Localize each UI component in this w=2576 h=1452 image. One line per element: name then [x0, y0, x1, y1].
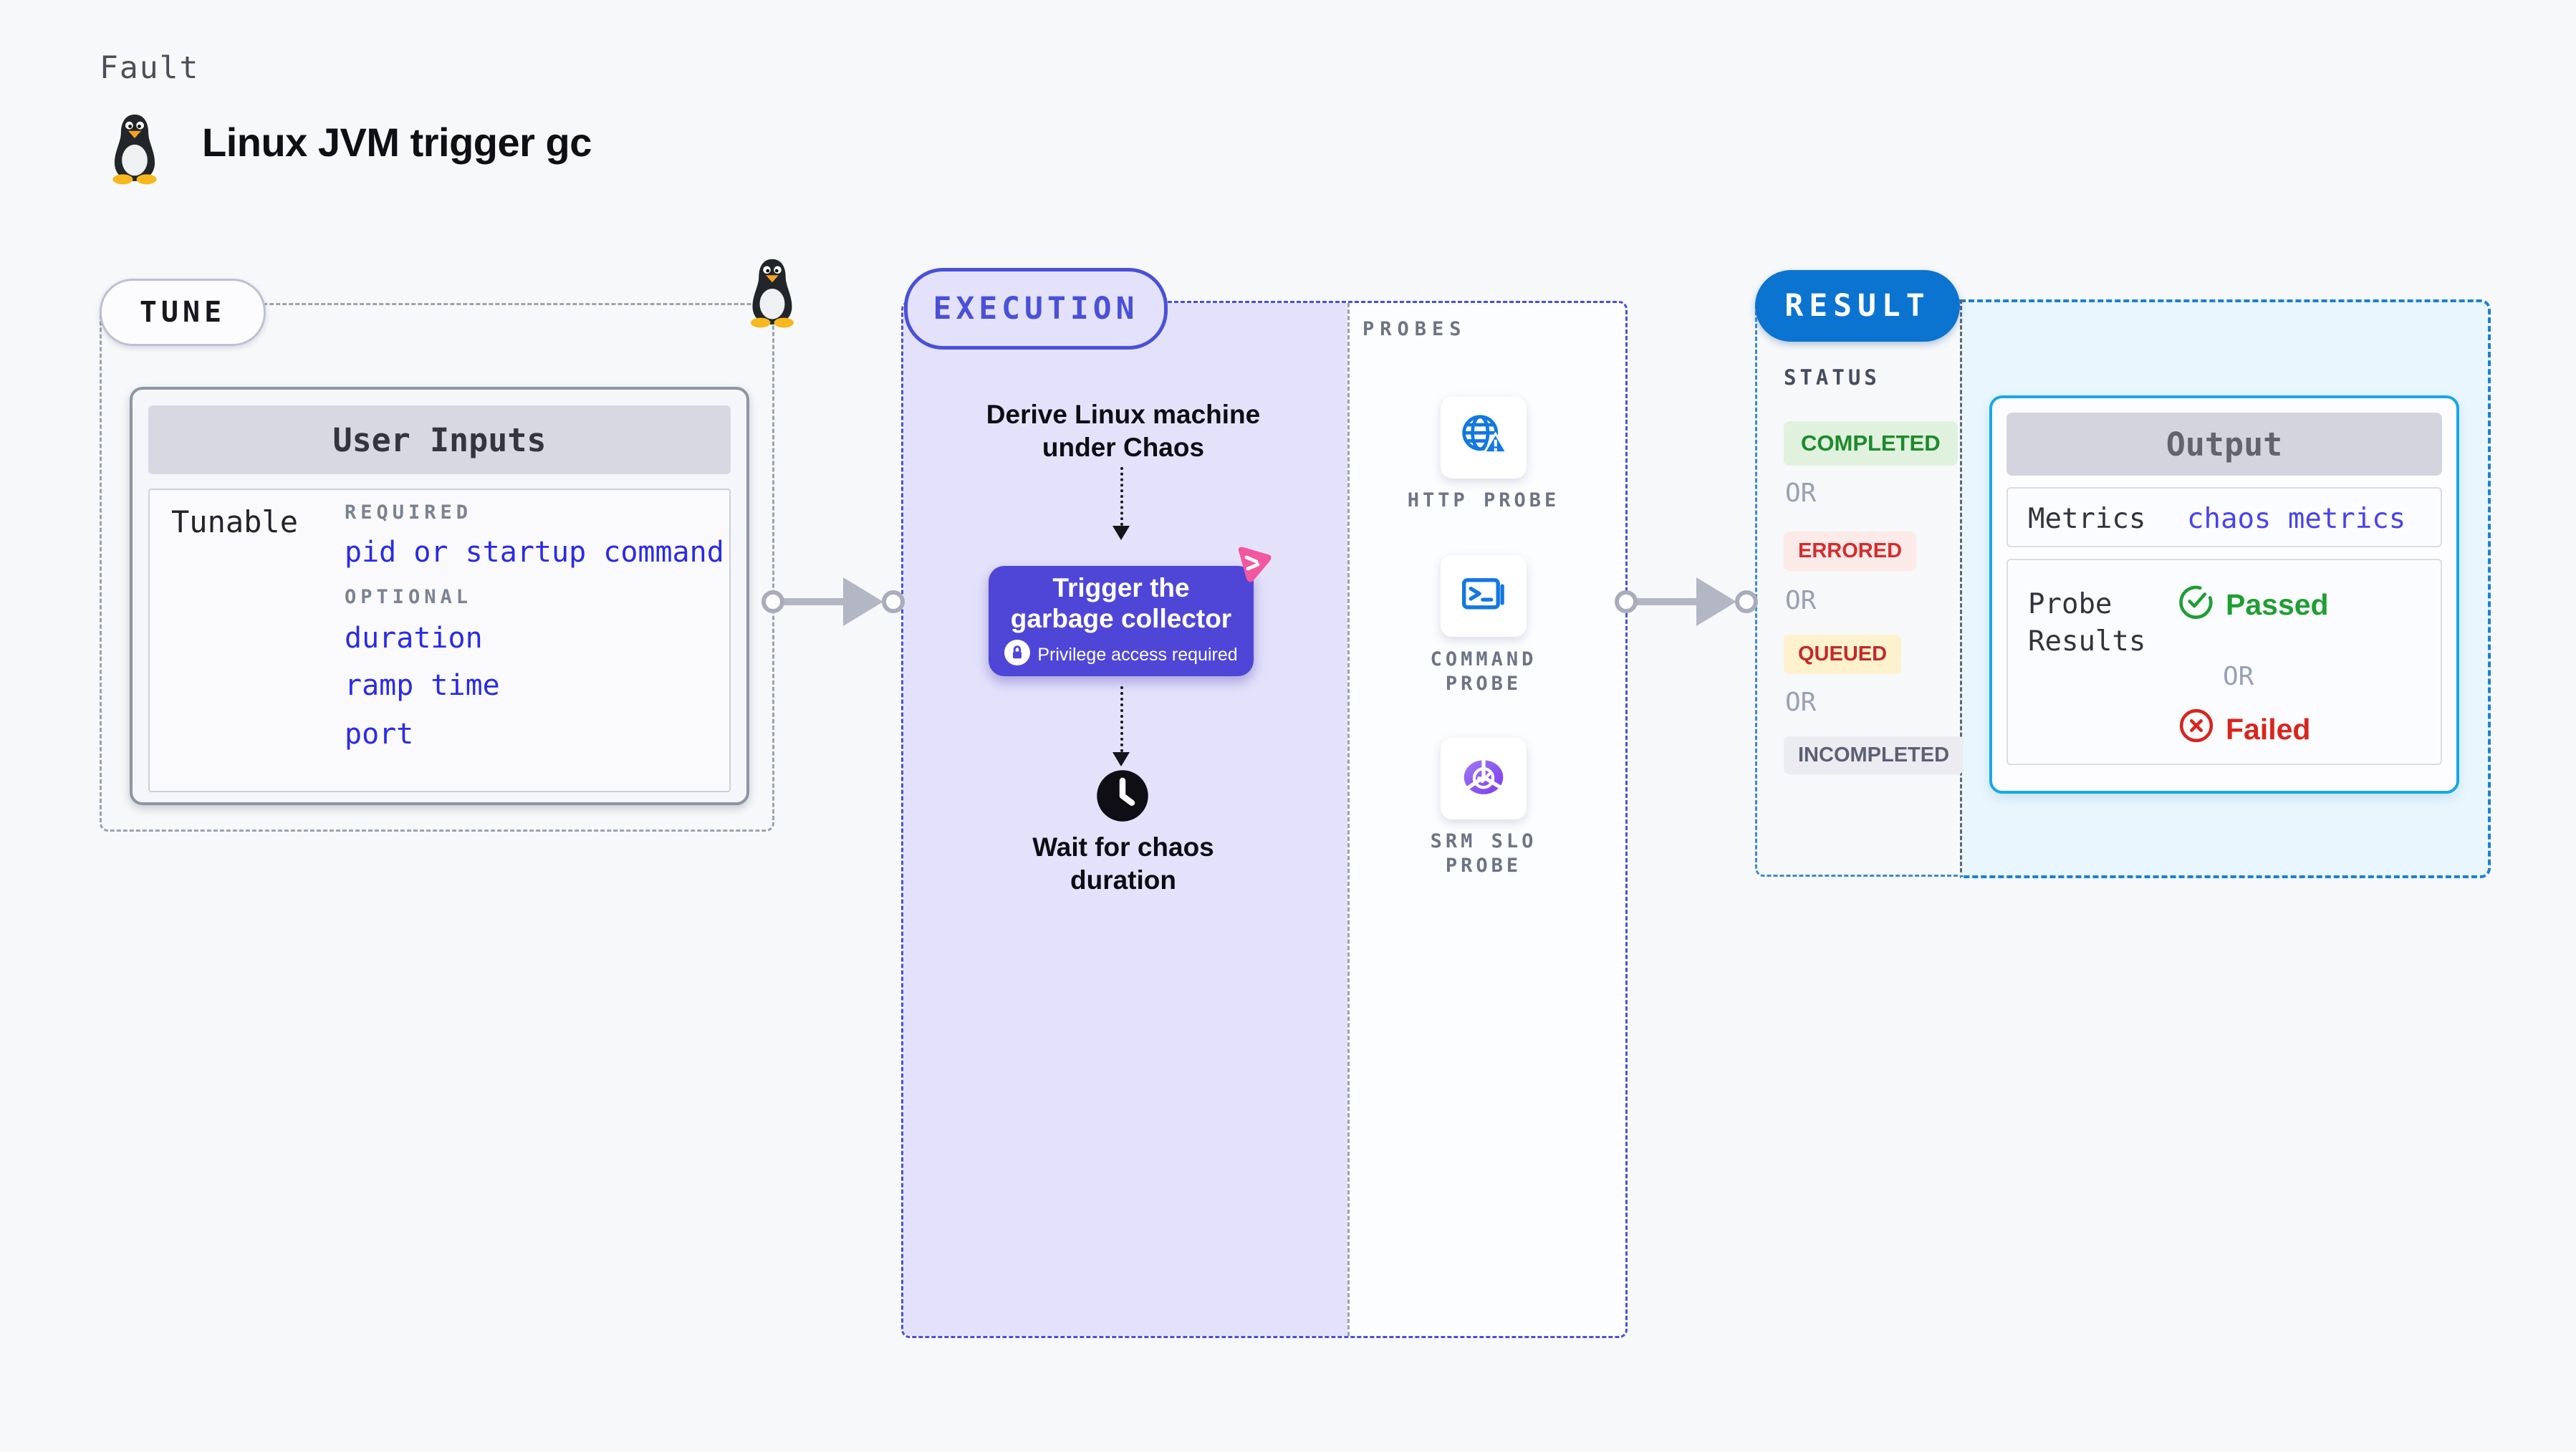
- linux-tux-icon: [744, 256, 801, 328]
- probe-label-http: HTTP PROBE: [1407, 489, 1560, 511]
- globe-alert-icon: [1456, 409, 1511, 467]
- flow-connector: [1120, 686, 1123, 752]
- param-link-pid-or-startup-command[interactable]: pid or startup command: [345, 536, 724, 569]
- step-derive-machine: Derive Linux machine under Chaos: [986, 400, 1261, 462]
- metrics-row: Metrics chaos metrics: [2007, 487, 2442, 547]
- trigger-garbage-collector-button[interactable]: Trigger the garbage collector Privilege …: [989, 566, 1254, 676]
- flow-arrow-execution-to-result: [1612, 577, 1767, 626]
- privilege-badge-label: Privilege access required: [1037, 644, 1238, 665]
- linux-tux-icon: [105, 112, 165, 185]
- tunables-panel: Tunable REQUIRED pid or startup command …: [148, 489, 731, 792]
- result-section-label: RESULT: [1755, 270, 1960, 342]
- status-badge-incompleted: INCOMPLETED: [1784, 736, 1964, 774]
- status-column-label: STATUS: [1784, 365, 1880, 390]
- param-link-ramp-time[interactable]: ramp time: [345, 669, 500, 702]
- or-separator: OR: [1785, 586, 1817, 615]
- probe-results-row: Probe Results Passed OR F: [2007, 559, 2442, 765]
- output-card: Output Metrics chaos metrics Probe Resul…: [1989, 395, 2459, 794]
- user-inputs-card: User Inputs Tunable REQUIRED pid or star…: [130, 387, 749, 805]
- fault-kicker: Fault: [100, 50, 200, 86]
- probe-card-command[interactable]: [1441, 555, 1527, 637]
- connector-dot: [1735, 590, 1758, 613]
- terminal-icon: [1456, 567, 1511, 625]
- step-wait-duration: Wait for chaos duration: [1032, 832, 1214, 895]
- slo-gauge-icon: [1456, 750, 1511, 808]
- clock-icon: [1095, 768, 1150, 824]
- probe-card-http[interactable]: [1441, 397, 1527, 479]
- tunable-row-label: Tunable: [171, 504, 299, 539]
- check-circle-icon: [2178, 583, 2214, 626]
- x-circle-icon: [2178, 708, 2214, 751]
- flow-arrow-tune-to-execution: [759, 577, 913, 626]
- status-badge-completed: COMPLETED: [1784, 421, 1958, 466]
- arrow-down-icon: [1112, 526, 1130, 540]
- arrow-down-icon: [1112, 752, 1130, 766]
- probe-label-srm-slo: SRM SLO PROBE: [1430, 830, 1537, 877]
- metrics-label: Metrics: [2028, 503, 2146, 535]
- probe-label-command: COMMAND PROBE: [1430, 648, 1537, 695]
- page-title: Linux JVM trigger gc: [202, 120, 592, 165]
- probe-card-srm-slo[interactable]: [1441, 738, 1527, 819]
- probe-result-failed: Failed: [2178, 708, 2310, 751]
- passed-label: Passed: [2226, 587, 2329, 621]
- failed-label: Failed: [2226, 712, 2311, 746]
- chaos-logo-icon: [1229, 540, 1275, 586]
- or-separator: OR: [2223, 662, 2254, 691]
- param-link-port[interactable]: port: [345, 718, 414, 751]
- connector-dot: [1615, 590, 1638, 613]
- probe-results-label: Probe Results: [2028, 588, 2146, 658]
- user-inputs-title: User Inputs: [148, 405, 731, 474]
- connector-dot: [761, 590, 784, 613]
- trigger-gc-label: Trigger the garbage collector: [1010, 572, 1232, 633]
- required-label: REQUIRED: [345, 501, 473, 524]
- lock-icon: [1004, 639, 1031, 670]
- arrow-head-icon: [843, 577, 883, 626]
- probes-column-label: PROBES: [1363, 318, 1467, 340]
- tune-section-label: TUNE: [100, 279, 266, 346]
- chaos-metrics-link[interactable]: chaos metrics: [2187, 503, 2406, 535]
- execution-section-label: EXECUTION: [904, 268, 1168, 350]
- arrow-head-icon: [1696, 577, 1736, 626]
- flow-connector: [1120, 467, 1123, 526]
- arrow-shaft: [1623, 598, 1706, 605]
- status-output-divider: [1960, 299, 1962, 872]
- param-link-duration[interactable]: duration: [345, 622, 483, 655]
- or-separator: OR: [1785, 688, 1817, 717]
- probe-result-passed: Passed: [2178, 583, 2329, 626]
- arrow-shaft: [770, 598, 853, 605]
- or-separator: OR: [1785, 479, 1817, 508]
- connector-dot: [882, 590, 905, 613]
- output-title: Output: [2007, 413, 2442, 476]
- tune-section: [100, 303, 774, 832]
- execution-section: [901, 301, 1628, 1338]
- status-badge-errored: ERRORED: [1784, 532, 1917, 571]
- execution-probes-divider: [1347, 303, 1350, 1336]
- optional-label: OPTIONAL: [345, 586, 473, 608]
- status-badge-queued: QUEUED: [1784, 635, 1902, 674]
